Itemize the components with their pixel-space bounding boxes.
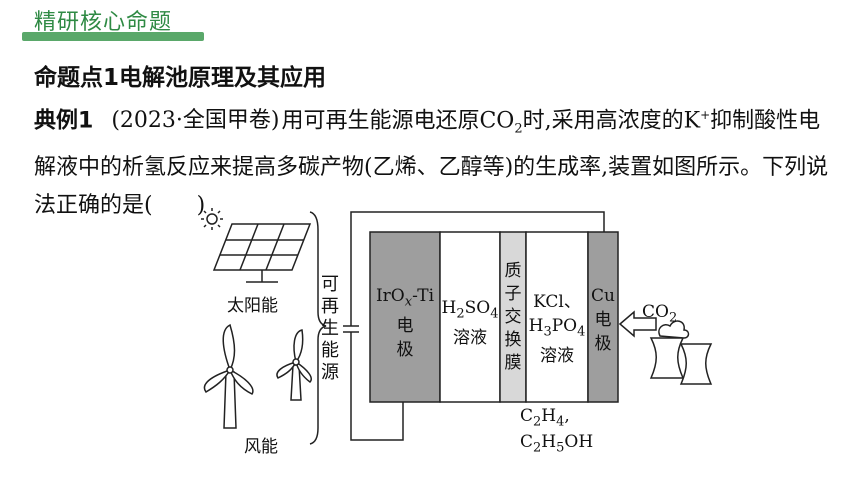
sun-icon [201, 208, 223, 230]
section-tag-bar [22, 32, 204, 41]
wind-label: 风能 [244, 437, 278, 457]
membrane-label: 质子交换膜 [504, 261, 522, 373]
co2-inflow-arrow [618, 310, 657, 338]
section-tag-text: 精研核心命题 [34, 10, 173, 35]
question-text-3: 抑制酸性电解液中的析氢反应来提高多碳产物(乙烯、乙醇等)的生成率,装置如图所示。… [34, 108, 829, 218]
solar-label: 太阳能 [227, 296, 278, 316]
question-source: (2023·全国甲卷) [111, 108, 280, 134]
anode-label: IrOx-Ti 电 极 [375, 286, 435, 361]
question-text-2: 时,采用高浓度的K [522, 108, 701, 134]
question-text-1: 用可再生能源电还原CO [281, 108, 515, 134]
question-text-end: ) [196, 192, 206, 218]
section-tag: 精研核心命题 [22, 4, 204, 42]
renewable-energy-label: 可再生能源 [321, 274, 339, 383]
solar-panel-icon [212, 223, 312, 283]
wind-turbine-icon [203, 323, 312, 429]
h2so4-label: H2SO4 溶液 [441, 298, 499, 349]
product-ethylene-label: C2H4, [520, 406, 570, 430]
kcl-h3po4-label: KCl、 H3PO4 溶液 [528, 292, 586, 367]
question-paragraph: 典例1 (2023·全国甲卷)用可再生能源电还原CO2时,采用高浓度的K+抑制酸性… [34, 96, 834, 225]
factory-icon [649, 320, 713, 385]
k-superscript: + [700, 108, 711, 122]
anolyte-chamber [439, 231, 501, 403]
cathode-electrode [587, 231, 619, 403]
co2-subscript: 2 [514, 121, 523, 137]
co2-input-label: CO2 [642, 302, 678, 326]
cathode-label: Cu 电 极 [591, 286, 615, 354]
circuit-wires [343, 211, 605, 441]
topic-heading: 命题点1电解池原理及其应用 [34, 65, 327, 91]
catholyte-chamber [525, 231, 589, 403]
curly-brace [309, 211, 327, 445]
example-label: 典例1 [34, 108, 94, 134]
product-ethanol-label: C2H5OH [520, 432, 594, 456]
